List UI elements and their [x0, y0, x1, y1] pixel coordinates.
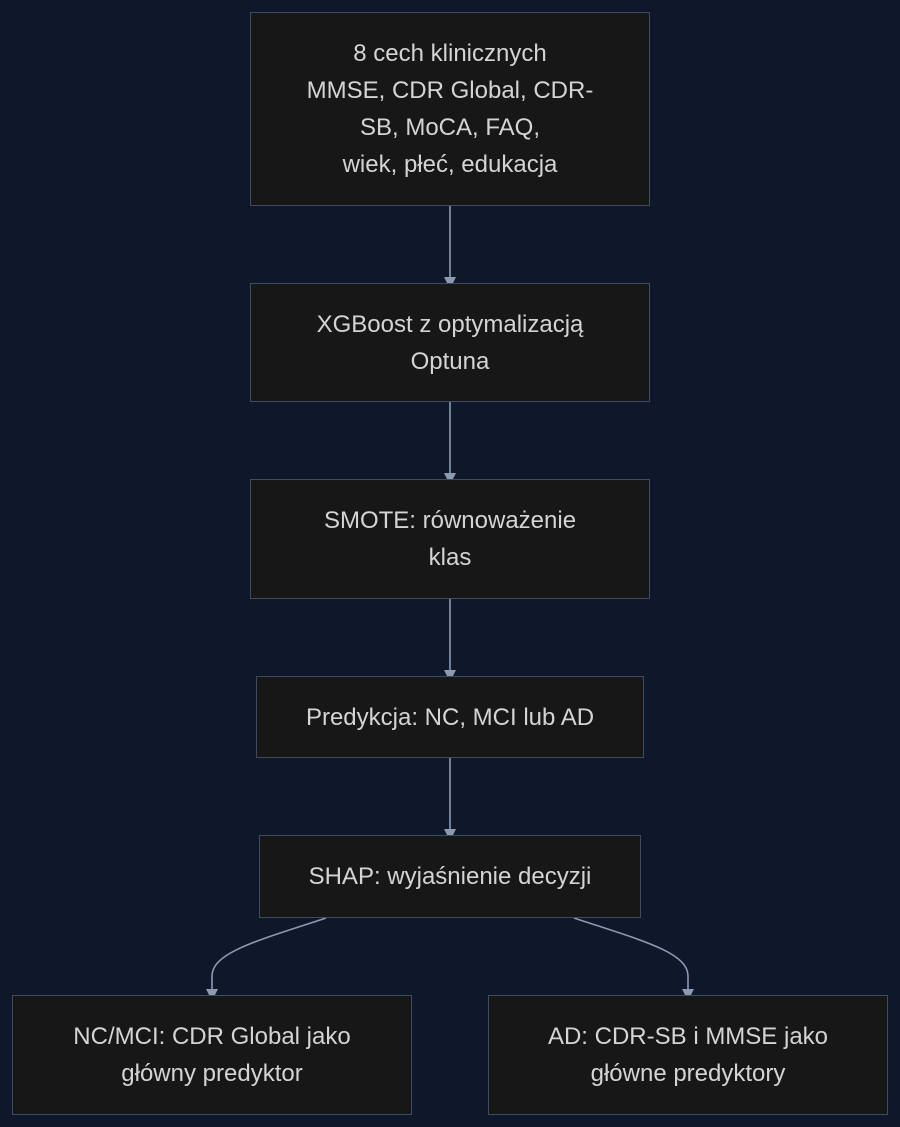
node-nc-mci-label: NC/MCI: CDR Global jako główny predyktor	[73, 1023, 351, 1087]
node-smote-label: SMOTE: równoważenie klas	[323, 507, 577, 571]
node-prediction-label: Predykcja: NC, MCI lub AD	[305, 703, 595, 731]
node-shap-label: SHAP: wyjaśnienie decyzji	[308, 863, 592, 890]
node-nc-mci: NC/MCI: CDR Global jako główny predyktor	[12, 995, 412, 1115]
node-smote: SMOTE: równoważenie klas	[250, 479, 650, 599]
node-clinical-features: 8 cech klinicznych MMSE, CDR Global, CDR…	[250, 12, 650, 206]
node-xgboost-label: XGBoost z optymalizacją Optuna	[316, 310, 584, 375]
node-shap: SHAP: wyjaśnienie decyzji	[259, 835, 641, 918]
node-ad: AD: CDR-SB i MMSE jako główne predyktory	[488, 995, 888, 1115]
edge-shap-to-nc-mci	[206, 917, 327, 1001]
node-xgboost: XGBoost z optymalizacją Optuna	[250, 283, 650, 402]
node-prediction: Predykcja: NC, MCI lub AD	[256, 676, 644, 758]
node-clinical-features-label: 8 cech klinicznych MMSE, CDR Global, CDR…	[306, 40, 594, 178]
edge-shap-to-ad	[573, 917, 694, 1001]
node-ad-label: AD: CDR-SB i MMSE jako główne predyktory	[547, 1023, 829, 1087]
